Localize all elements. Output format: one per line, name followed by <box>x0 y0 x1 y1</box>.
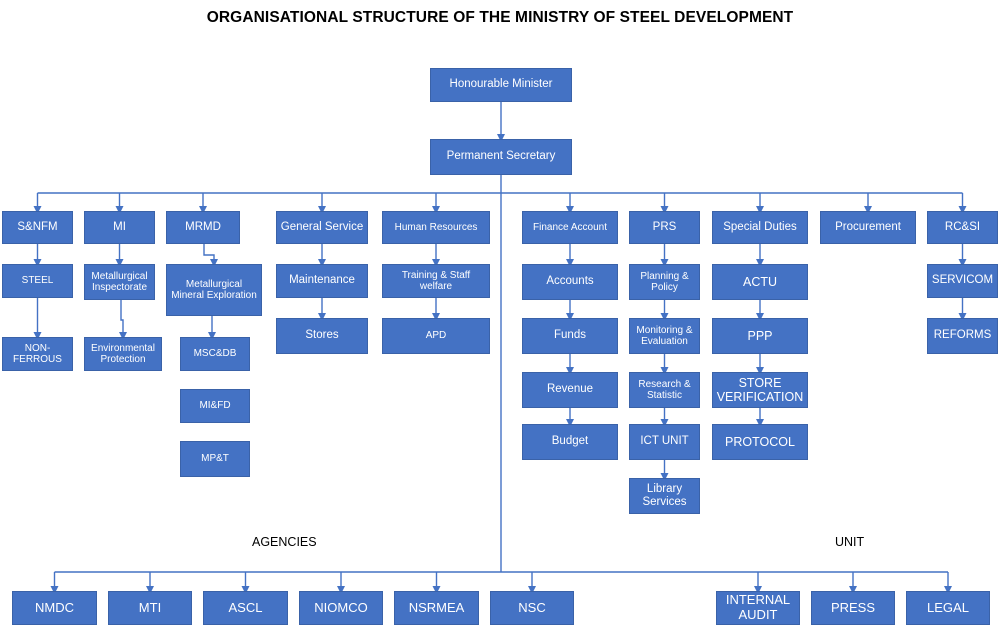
dept-prs: PRS <box>629 211 700 244</box>
agencies-label: AGENCIES <box>252 535 317 549</box>
unit-elbow-arrow <box>203 244 218 267</box>
permanent-secretary-box: Permanent Secretary <box>430 139 572 175</box>
standalone-unit-internal-audit: INTERNAL AUDIT <box>716 591 800 625</box>
unit-protocol: PROTOCOL <box>712 424 808 460</box>
dept-special-duties: Special Duties <box>712 211 808 244</box>
unit-servicom: SERVICOM <box>927 264 998 298</box>
unit-miandfd: MI&FD <box>180 389 250 423</box>
agency-mti: MTI <box>108 591 192 625</box>
unit-apd: APD <box>382 318 490 354</box>
dept-mi: MI <box>84 211 155 244</box>
unit-ppp: PPP <box>712 318 808 354</box>
unit-reforms: REFORMS <box>927 318 998 354</box>
dept-rcandsi: RC&SI <box>927 211 998 244</box>
unit-mpandt: MP&T <box>180 441 250 477</box>
unit-maintenance: Maintenance <box>276 264 368 298</box>
unit-elbow-arrow <box>119 300 127 340</box>
dept-general-service: General Service <box>276 211 368 244</box>
dept-human-resources: Human Resources <box>382 211 490 244</box>
unit-metallurgical-inspectorate: Metallurgical Inspectorate <box>84 264 155 300</box>
unit-non-ferrous: NON-FERROUS <box>2 337 73 371</box>
unit-monitoring-and-evaluation: Monitoring & Evaluation <box>629 318 700 354</box>
unit-training-and-staff-welfare: Training & Staff welfare <box>382 264 490 298</box>
dept-procurement: Procurement <box>820 211 916 244</box>
unit-funds: Funds <box>522 318 618 354</box>
unit-research-and-statistic: Research & Statistic <box>629 372 700 408</box>
minister-box: Honourable Minister <box>430 68 572 102</box>
page-title: ORGANISATIONAL STRUCTURE OF THE MINISTRY… <box>206 9 794 26</box>
unit-ict-unit: ICT UNIT <box>629 424 700 460</box>
unit-accounts: Accounts <box>522 264 618 300</box>
agency-nsc: NSC <box>490 591 574 625</box>
unit-label: UNIT <box>835 535 865 549</box>
dept-finance-account: Finance Account <box>522 211 618 244</box>
dept-mrmd: MRMD <box>166 211 240 244</box>
unit-environmental-protection: Environmental Protection <box>84 337 162 371</box>
agency-nsrmea: NSRMEA <box>394 591 479 625</box>
unit-stores: Stores <box>276 318 368 354</box>
standalone-unit-legal: LEGAL <box>906 591 990 625</box>
unit-planning-and-policy: Planning & Policy <box>629 264 700 300</box>
unit-budget: Budget <box>522 424 618 460</box>
unit-store-verification: STORE VERIFICATION <box>712 372 808 408</box>
unit-library-services: Library Services <box>629 478 700 514</box>
standalone-unit-press: PRESS <box>811 591 895 625</box>
unit-revenue: Revenue <box>522 372 618 408</box>
dept-sandnfm: S&NFM <box>2 211 73 244</box>
unit-steel: STEEL <box>2 264 73 298</box>
agency-nmdc: NMDC <box>12 591 97 625</box>
unit-mscanddb: MSC&DB <box>180 337 250 371</box>
unit-actu: ACTU <box>712 264 808 300</box>
unit-metallurgical-mineral-exploration: Metallurgical Mineral Exploration <box>166 264 262 316</box>
agency-ascl: ASCL <box>203 591 288 625</box>
agency-niomco: NIOMCO <box>299 591 383 625</box>
